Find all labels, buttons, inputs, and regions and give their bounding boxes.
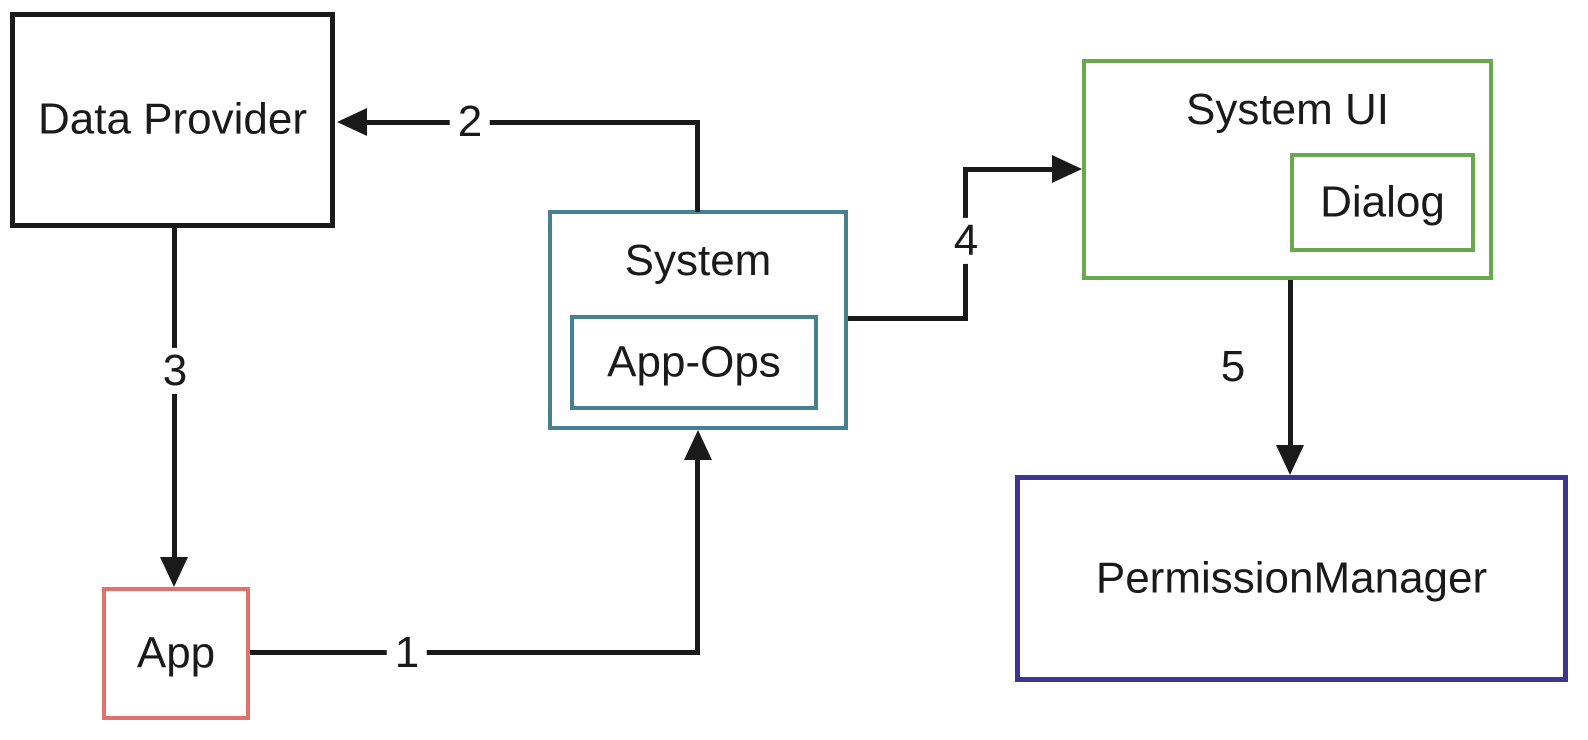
edge-5-segment [1288,280,1293,450]
node-system-ui: System UI Dialog [1082,59,1493,280]
node-system: System App-Ops [548,210,848,430]
node-data-provider: Data Provider [10,12,335,228]
node-system-ui-label: System UI [1186,85,1389,134]
edge-5-label: 5 [1220,341,1246,391]
node-app-ops-label: App-Ops [607,337,781,387]
node-app-ops: App-Ops [570,315,818,410]
edge-1-label: 1 [386,629,428,677]
edge-4-label: 4 [945,217,987,265]
node-app-label: App [136,628,216,678]
node-data-provider-label: Data Provider [37,94,307,144]
node-permission-manager: PermissionManager [1015,475,1568,682]
edge-4-segment [963,167,1060,172]
edge-1-segment [695,450,700,655]
edge-4-segment [848,316,968,321]
edge-4-arrowhead-icon [1052,155,1082,183]
edge-5-arrowhead-icon [1276,445,1304,475]
edge-2-arrowhead-icon [337,108,367,136]
node-system-label: System [624,236,772,285]
node-dialog: Dialog [1290,153,1475,252]
node-dialog-label: Dialog [1320,177,1445,227]
edge-1-arrowhead-icon [684,430,712,460]
node-permission-manager-label: PermissionManager [1095,553,1488,603]
edge-1-segment [250,650,700,655]
node-app: App [102,587,250,720]
edge-3-arrowhead-icon [160,557,188,587]
edge-2-label: 2 [449,98,491,146]
edge-2-segment [695,120,700,212]
edge-3-label: 3 [154,347,196,395]
edge-2-segment [355,120,700,125]
